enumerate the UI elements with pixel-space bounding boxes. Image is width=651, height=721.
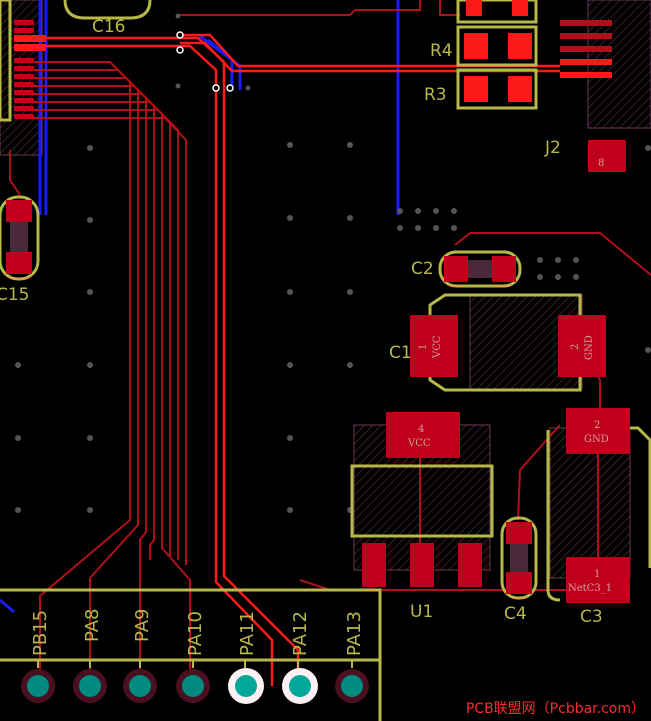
c1-pad-pin: 1 <box>418 344 429 350</box>
via-grid <box>15 13 651 513</box>
c4-footprint: C4 <box>500 516 538 624</box>
c3-bottom-pin: 1 <box>594 569 600 580</box>
c3-footprint: 2 GND 1 NetC3_1 C3 <box>546 408 651 627</box>
j2-footprint: 8 J2 <box>544 20 626 172</box>
pin-label-pa12: PA12 <box>290 611 311 656</box>
r3-designator: R3 <box>424 85 447 105</box>
c16-designator: C16 <box>92 17 126 37</box>
c3-designator: C3 <box>580 607 603 627</box>
c2-pad-net: GND <box>584 335 595 360</box>
c1-pad-net: VCC <box>432 335 443 359</box>
c3-top-net: GND <box>584 434 609 445</box>
header-fanout-traces <box>9 0 651 676</box>
bottom-copper-traces <box>0 0 400 614</box>
c15-designator: C15 <box>0 285 30 305</box>
watermark-text: PCB联盟网（Pcbbar.com） <box>465 701 645 717</box>
pin-label-pa11: PA11 <box>237 611 258 656</box>
pin-header: PB15 PA8 PA9 PA10 PA11 PA12 PA13 <box>0 588 382 721</box>
r4-r3-footprint: R4 R3 <box>424 0 538 110</box>
c2-designator: C2 <box>411 259 434 279</box>
j2-designator: J2 <box>544 138 561 158</box>
pin-label-pa10: PA10 <box>185 611 206 656</box>
u1-designator: U1 <box>410 602 433 622</box>
u1-footprint: 4 VCC U1 <box>350 412 494 622</box>
c15-footprint: C15 <box>0 195 40 305</box>
c16-footprint: C16 <box>63 0 152 37</box>
c3-top-pin: 2 <box>594 420 600 431</box>
signal-vias <box>176 31 234 92</box>
pin-label-pb15: PB15 <box>30 610 51 656</box>
pin-label-pa8: PA8 <box>82 609 103 642</box>
c3-bottom-net: NetC3_1 <box>568 583 612 594</box>
j2-pin-label: 8 <box>598 158 604 169</box>
u1-pad-pin: 4 <box>418 424 424 435</box>
pin-label-pa13: PA13 <box>344 611 365 656</box>
r4-designator: R4 <box>430 41 453 61</box>
header-through-holes <box>21 668 369 704</box>
c2-footprint: C2 <box>411 250 522 288</box>
c1-footprint: 1 VCC 2 GND C1 <box>389 293 606 392</box>
c1-designator: C1 <box>389 343 412 363</box>
c2-pad-pin: 2 <box>570 344 581 350</box>
left-connector-pads <box>0 0 46 122</box>
c4-designator: C4 <box>504 604 527 624</box>
u1-pad-net: VCC <box>407 438 431 449</box>
pin-label-pa9: PA9 <box>132 609 153 642</box>
